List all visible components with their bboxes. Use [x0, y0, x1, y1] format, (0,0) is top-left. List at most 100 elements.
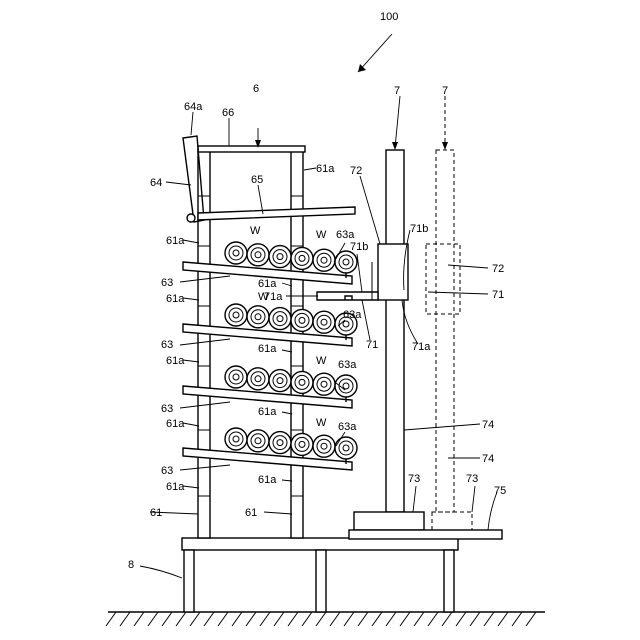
label-64a: 64a — [184, 101, 203, 113]
ground-hatch-line — [120, 612, 130, 626]
label-71b-left: 71b — [350, 241, 368, 253]
label-61-left: 61 — [150, 507, 162, 519]
ground-hatch-line — [400, 612, 410, 626]
label-66: 66 — [222, 107, 234, 119]
label-7: 7 — [394, 85, 400, 97]
workpiece-wheel — [269, 432, 291, 454]
label-72: 72 — [350, 165, 362, 177]
label-100: 100 — [380, 11, 398, 23]
label-61a-3: 61a — [166, 355, 185, 367]
ground-hatch-line — [176, 612, 186, 626]
label-71a-left: 71a — [264, 291, 283, 303]
label-61a-r2: 61a — [258, 343, 277, 355]
label-61a-top: 61a — [316, 163, 335, 175]
label-65: 65 — [251, 174, 263, 186]
arrow-head-100 — [358, 64, 366, 72]
label-75: 75 — [494, 485, 506, 497]
ground-hatch-line — [162, 612, 172, 626]
ground-hatch-line — [106, 612, 116, 626]
workpiece-wheel — [291, 371, 313, 393]
ground-hatch-line — [484, 612, 494, 626]
label-63-4: 63 — [161, 465, 173, 477]
label-W-4: W — [316, 355, 327, 367]
ground-hatch-line — [512, 612, 522, 626]
workpiece-wheel — [269, 370, 291, 392]
label-74: 74 — [482, 419, 494, 431]
label-63-2: 63 — [161, 339, 173, 351]
ground-hatch-line — [246, 612, 256, 626]
arrow-head-7 — [392, 142, 398, 150]
label-7-alt: 7 — [442, 85, 448, 97]
ground-hatch-line — [344, 612, 354, 626]
label-W-1: W — [250, 225, 261, 237]
label-71b-right: 71b — [410, 223, 428, 235]
label-61a-4: 61a — [166, 418, 185, 430]
ground-hatch-line — [316, 612, 326, 626]
ground-hatch-line — [274, 612, 284, 626]
workpiece-wheel — [335, 437, 357, 459]
workpiece-wheel — [225, 242, 247, 264]
ground-hatch-line — [428, 612, 438, 626]
label-64: 64 — [150, 177, 162, 189]
ground-hatch-line — [218, 612, 228, 626]
workpiece-wheel — [269, 308, 291, 330]
label-61-right: 61 — [245, 507, 257, 519]
label-63a-2: 63a — [343, 309, 362, 321]
arrow-head-7-alt — [442, 142, 448, 150]
ground-hatch-line — [302, 612, 312, 626]
label-73: 73 — [408, 473, 420, 485]
base-table — [182, 538, 458, 612]
workpiece-wheel — [291, 309, 313, 331]
ground-hatch-line — [358, 612, 368, 626]
label-63-1: 63 — [161, 277, 173, 289]
ground-hatch-line — [386, 612, 396, 626]
label-71: 71 — [366, 339, 378, 351]
workpiece-wheel — [225, 428, 247, 450]
ground-hatch-line — [498, 612, 508, 626]
workpiece-wheel — [313, 311, 335, 333]
ground-hatch-line — [260, 612, 270, 626]
label-8: 8 — [128, 559, 134, 571]
label-72-alt: 72 — [492, 263, 504, 275]
ground-hatch-line — [288, 612, 298, 626]
ground-hatch-line — [372, 612, 382, 626]
label-61a-1: 61a — [166, 235, 185, 247]
ground-hatch-line — [204, 612, 214, 626]
ground-hatch-line — [442, 612, 452, 626]
label-63a-1: 63a — [336, 229, 355, 241]
ground — [106, 612, 545, 626]
workpiece-wheel — [247, 306, 269, 328]
label-W-2: W — [316, 229, 327, 241]
label-71a-right: 71a — [412, 341, 431, 353]
label-63a-4: 63a — [338, 421, 357, 433]
label-61a-r3: 61a — [258, 406, 277, 418]
workpiece-wheel — [225, 366, 247, 388]
ground-hatch-line — [414, 612, 424, 626]
workpiece-wheel — [291, 247, 313, 269]
workpiece-wheel — [313, 249, 335, 271]
leader-lines — [140, 34, 497, 578]
workpiece-wheel — [247, 244, 269, 266]
label-71-alt: 71 — [492, 289, 504, 301]
label-W-5: W — [316, 417, 327, 429]
label-61a-5: 61a — [166, 481, 185, 493]
workpiece-wheel — [291, 433, 313, 455]
workpiece-wheel — [313, 373, 335, 395]
ground-hatch-line — [330, 612, 340, 626]
ground-hatch-line — [232, 612, 242, 626]
workpiece-wheel — [335, 375, 357, 397]
workpiece-wheel — [247, 430, 269, 452]
label-61a-2: 61a — [166, 293, 185, 305]
ground-hatch-line — [190, 612, 200, 626]
label-61a-r4: 61a — [258, 474, 277, 486]
ground-hatch-line — [148, 612, 158, 626]
ground-hatch-line — [134, 612, 144, 626]
label-6: 6 — [253, 83, 259, 95]
label-61a-r1: 61a — [258, 278, 277, 290]
workpiece-wheel — [225, 304, 247, 326]
reference-labels: 100 6 64a 66 64 65 61a 61a 61a 61a 61a 6… — [128, 11, 506, 571]
ground-hatch-line — [470, 612, 480, 626]
label-63a-3: 63a — [338, 359, 357, 371]
